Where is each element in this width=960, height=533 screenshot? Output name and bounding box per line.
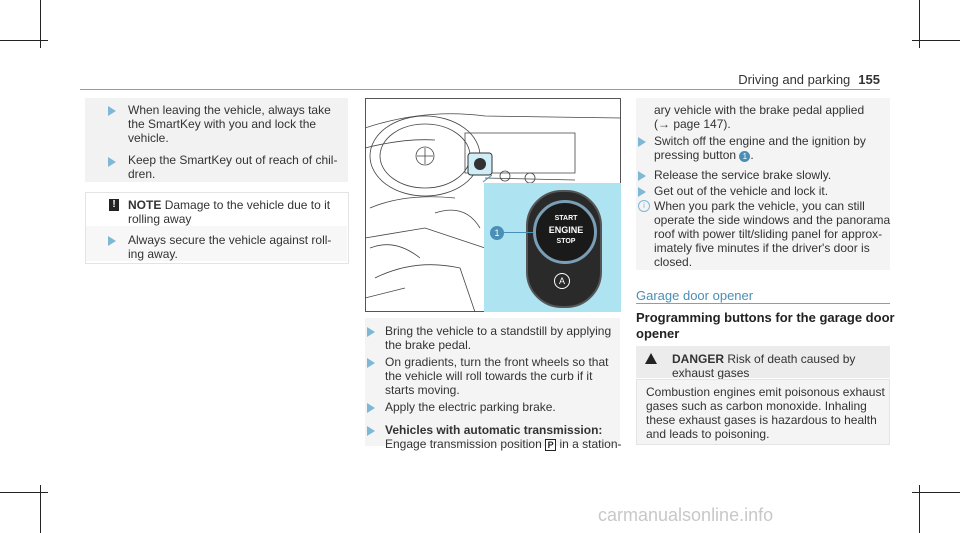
step-block (636, 98, 890, 270)
section-name: Driving and parking (738, 72, 851, 87)
info-text: When you park the vehicle, you can still… (654, 199, 891, 269)
step-text: On gradients, turn the front wheels so t… (385, 355, 609, 397)
step-bullet-icon (108, 236, 116, 246)
section-title: Garage door opener (636, 288, 754, 303)
step-bullet-icon (638, 171, 646, 181)
callout-line (503, 232, 533, 233)
step-text: Apply the electric parking brake. (385, 400, 556, 414)
step-text: Always secure the vehicle against roll-i… (128, 233, 332, 261)
gear-p-icon: P (545, 439, 557, 451)
info-icon: i (638, 200, 650, 212)
step-text: Keep the SmartKey out of reach of chil-d… (128, 153, 338, 181)
step-bullet-icon (638, 137, 646, 147)
header-rule (80, 89, 880, 90)
step-text: Release the service brake slowly. (654, 168, 832, 182)
crop-mark (919, 0, 920, 48)
auto-hold-icon: A (554, 273, 570, 289)
crop-mark (919, 485, 920, 533)
start-stop-button (533, 200, 597, 264)
crop-mark (912, 492, 960, 493)
step-text: ary vehicle with the brake pedal applied… (654, 103, 865, 131)
step-bullet-icon (367, 426, 375, 436)
danger-icon (645, 353, 657, 364)
button-label-stop: STOP (556, 238, 576, 245)
section-rule (636, 303, 890, 304)
crop-mark (0, 40, 48, 41)
button-ref-badge: 1 (739, 151, 751, 162)
step-bullet-icon (367, 403, 375, 413)
step-text: Switch off the engine and the ignition b… (654, 134, 866, 162)
crop-mark (40, 0, 41, 48)
note-step-block (86, 226, 347, 261)
danger-body (636, 379, 890, 445)
step-bullet-icon (108, 157, 116, 167)
crop-mark (912, 40, 960, 41)
crop-mark (0, 492, 48, 493)
step-bullet-icon (367, 327, 375, 337)
watermark: carmanualsonline.info (598, 505, 774, 525)
step-bullet-icon (108, 106, 116, 116)
button-label-engine: ENGINE (548, 225, 584, 235)
callout-badge: 1 (490, 226, 504, 240)
step-text: Get out of the vehicle and lock it. (654, 184, 829, 198)
step-bullet-icon (638, 187, 646, 197)
warning-icon: ! (109, 199, 119, 211)
crop-mark (40, 485, 41, 533)
danger-body-text: Combustion engines emit poisonous exhaus… (646, 385, 885, 441)
page-header: Driving and parking 155 (738, 72, 880, 87)
step-text: Bring the vehicle to a standstill by app… (385, 324, 612, 352)
danger-header (636, 346, 890, 378)
step-bullet-icon (367, 358, 375, 368)
step-block (85, 98, 348, 182)
button-label-start: START (554, 215, 578, 222)
danger-text: DANGER Risk of death caused by exhaust g… (672, 352, 856, 380)
step-block (365, 318, 620, 446)
page-number: 155 (858, 72, 880, 87)
note-text: NOTE Damage to the vehicle due to it rol… (128, 198, 331, 226)
step-text: Vehicles with automatic transmission: En… (385, 423, 622, 451)
